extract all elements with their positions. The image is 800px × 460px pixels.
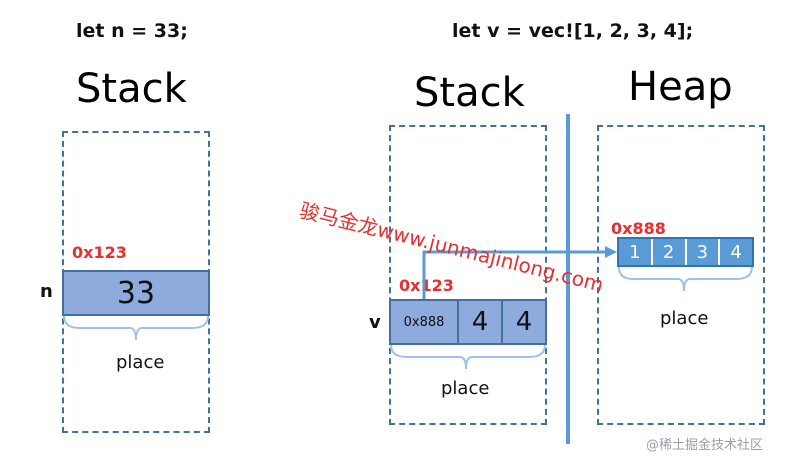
right-heap-title: Heap [628,64,733,110]
heap-cell: 1 [629,241,641,263]
heap-place-label: place [660,308,709,329]
left-value-cell: 33 [116,275,156,311]
stack-pointer-cell: 0x888 [403,314,445,330]
heap-cell: 2 [650,239,685,265]
heap-address-label: 0x888 [611,219,666,238]
heap-cell: 4 [718,239,752,265]
left-place-label: place [116,352,165,373]
right-stack-address-label: 0x123 [399,276,454,295]
corner-credit: @稀土掘金技术社区 [646,438,764,453]
right-var-name: v [369,312,381,333]
stack-len-cell: 4 [457,301,501,343]
left-var-name: n [40,281,53,302]
right-stack-place-label: place [441,378,490,399]
stack-cap-cell: 4 [501,301,545,343]
heap-place-brace [618,266,753,292]
left-place-brace [63,315,209,341]
right-stack-place-brace [390,344,546,370]
stack-heap-divider [566,114,570,444]
right-stack-frame [389,125,547,425]
right-stack-slots: 0x888 4 4 [389,299,547,345]
heap-cell: 3 [684,239,719,265]
heap-buffer: 1 2 3 4 [617,237,754,267]
left-code-line: let n = 33; [76,20,188,42]
left-stack-title: Stack [76,66,187,112]
right-heap-frame [597,125,765,425]
right-code-line: let v = vec![1, 2, 3, 4]; [452,20,694,42]
left-stack-slot: 33 [62,270,210,316]
left-address-label: 0x123 [72,243,127,262]
right-stack-title: Stack [414,70,525,116]
